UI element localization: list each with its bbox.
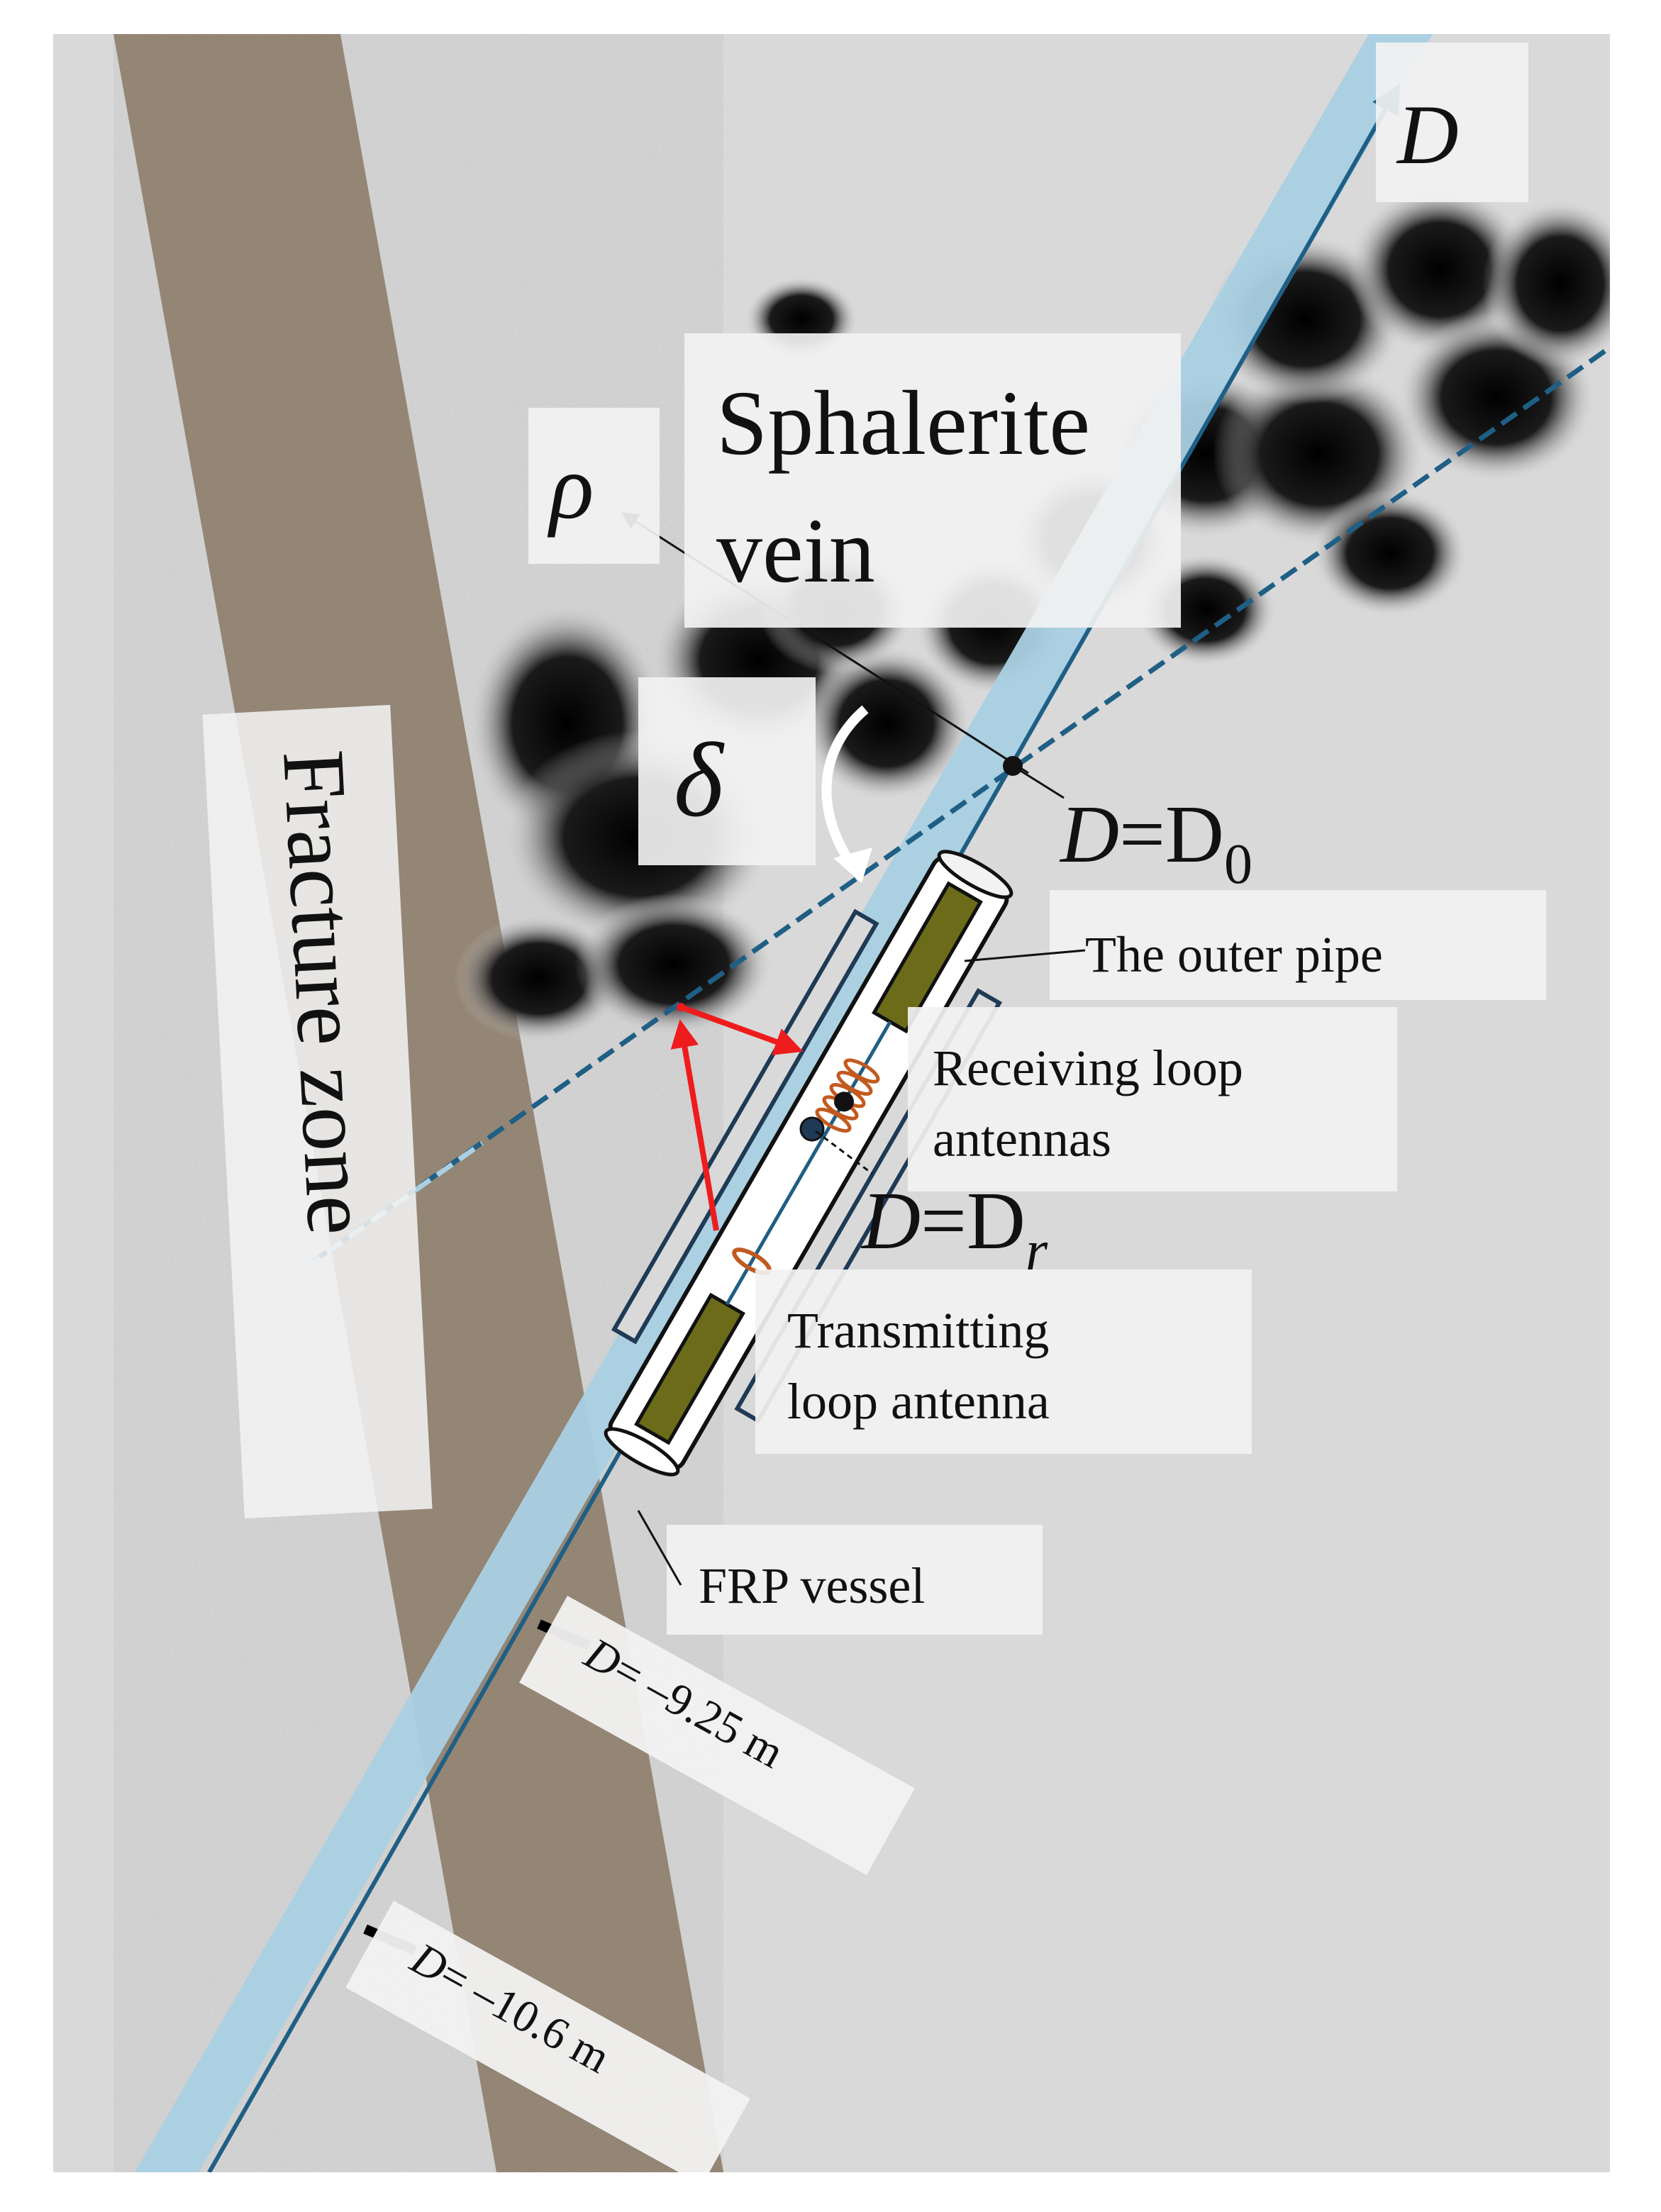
dr-reference-line [815,1130,873,1175]
frp-vessel-bottom-cap [604,1427,680,1477]
frp-vessel-top-cap [937,850,1013,899]
vein-boundary-line [310,345,1610,1265]
dr-point [799,1116,825,1142]
frp-leader [637,1510,682,1586]
axis-d-label-box [1376,43,1528,202]
sphalerite-label-box [684,333,1181,628]
outer-pipe-label: The outer pipe [1085,926,1383,983]
sphalerite-label-line1: Sphalerite [716,372,1090,474]
transmitting-label-line2: loop antenna [787,1373,1050,1430]
rho-label-box [528,408,660,564]
marker2-label-box [345,1901,750,2172]
receiving-label-line2: antennas [933,1111,1111,1167]
dr-label: D=Dr [860,1176,1048,1282]
reflection-point [677,1003,685,1011]
receiving-loop-center [834,1091,854,1112]
ray-reflected [679,1004,804,1055]
transmitting-label-line1: Transmitting [787,1302,1049,1359]
sphalerite-label-line2: vein [716,500,875,602]
axis-d-label: D [1396,87,1459,182]
transmitting-label-box [755,1269,1252,1454]
outer-pipe-left [611,908,879,1345]
frp-label-box [667,1525,1043,1635]
receiving-label-line1: Receiving loop [933,1040,1243,1096]
outer-pipe-leader [964,949,1086,962]
delta-label: δ [674,721,725,839]
rho-label: ρ [547,436,594,538]
curved-arrow-icon [821,705,869,872]
receiving-label-box [908,1007,1397,1191]
ray-path [670,1004,804,1231]
ray-incident [670,1019,719,1231]
delta-label-box [638,677,816,865]
marker1-label-box [519,1596,915,1875]
fracture-zone-label-box [202,704,433,1519]
frp-vessel-label: FRP vessel [699,1557,925,1614]
outer-pipe-label-box [1050,890,1546,1000]
d0-label: D=D0 [1059,789,1252,896]
